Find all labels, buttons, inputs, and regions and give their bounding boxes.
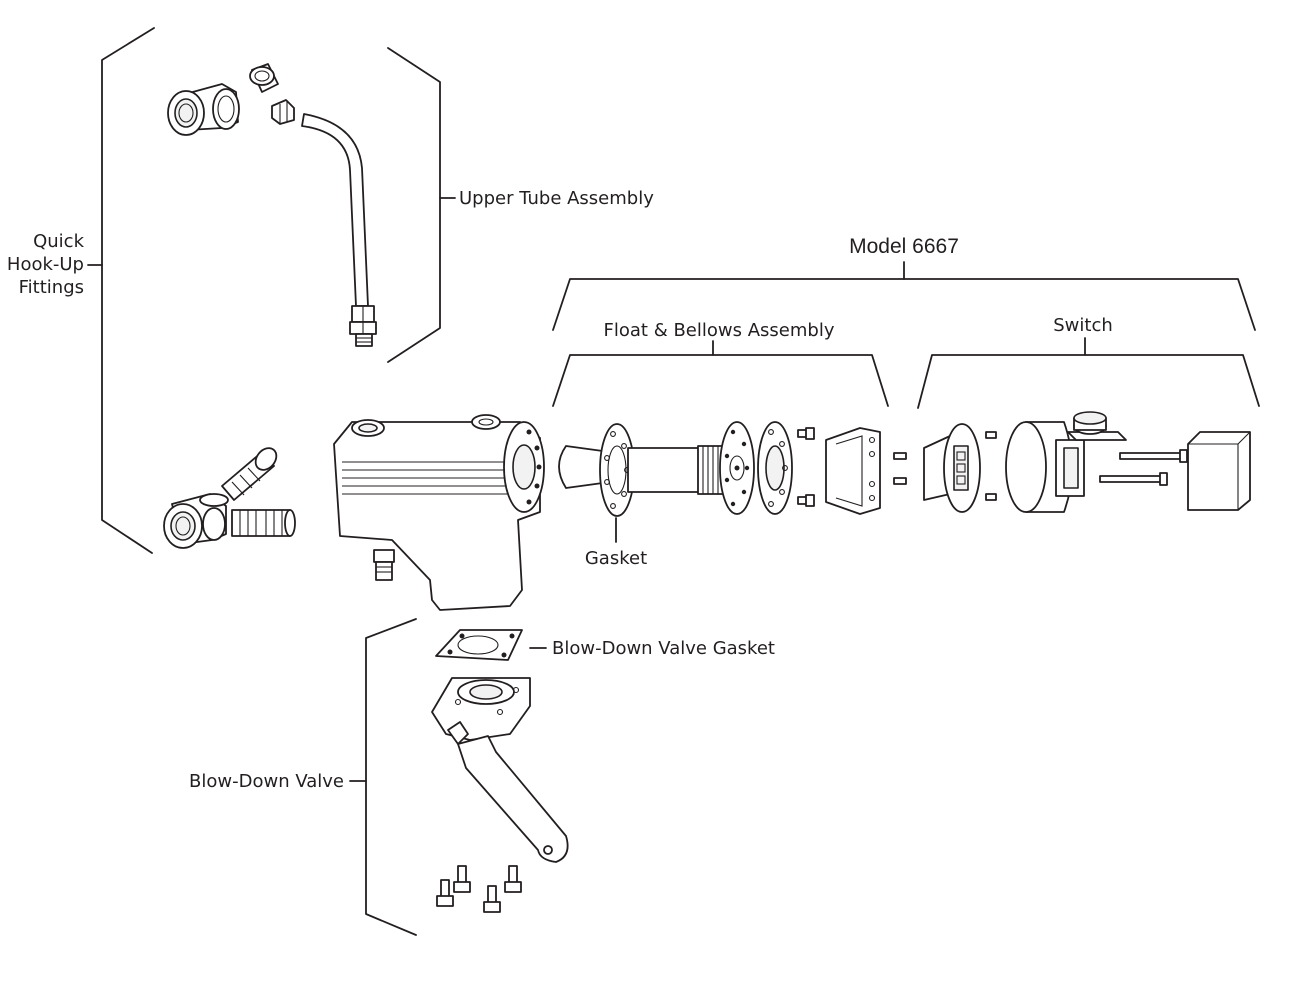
upper-bent-tube — [301, 113, 369, 307]
upper-tube-parts — [167, 63, 377, 347]
float-bellows-bracket — [552, 354, 889, 407]
float-bellows-parts — [558, 421, 881, 517]
bellows-screws — [797, 427, 815, 507]
switch-label: Switch — [1053, 315, 1113, 336]
brackets — [87, 27, 1260, 936]
bellows-flange — [719, 421, 755, 515]
switch-small-screws — [893, 431, 997, 501]
float-bellows-label: Float & Bellows Assembly — [604, 320, 835, 341]
quick-hookup-label-3: Fittings — [19, 277, 84, 298]
handle-hole — [543, 845, 553, 855]
bellows-gasket — [757, 421, 793, 515]
lower-elbow-fitting — [163, 493, 229, 549]
upper-compression-nut — [271, 99, 295, 125]
switch-housing — [1005, 411, 1127, 513]
float — [558, 445, 611, 489]
blowdown-gasket — [435, 629, 523, 661]
switch-base — [923, 423, 981, 513]
main-body — [333, 414, 545, 611]
upper-tube-bracket — [387, 47, 441, 363]
model-title: Model 6667 — [849, 235, 959, 258]
lower-hookup-parts — [163, 447, 296, 549]
blowdown-parts — [431, 629, 569, 913]
upper-short-nipple — [249, 63, 279, 93]
quick-hookup-label-2: Hook-Up — [7, 254, 84, 275]
upper-tee-fitting — [167, 83, 240, 136]
quick-hookup-label-1: Quick — [33, 231, 84, 252]
blowdown-valve-body — [431, 677, 531, 745]
bellows-tube — [627, 447, 701, 493]
labels: Model 6667 Quick Hook-Up Fittings Upper … — [7, 188, 1113, 792]
lower-diagonal-nipple — [221, 447, 278, 501]
blowdown-handle — [457, 735, 569, 863]
switch-cover — [1187, 431, 1251, 511]
quick-hookup-bracket — [101, 27, 155, 554]
switch-bracket — [917, 354, 1260, 409]
blowdown-gasket-label: Blow-Down Valve Gasket — [552, 638, 775, 659]
switch-long-screws — [1099, 449, 1188, 486]
blowdown-bolts — [436, 865, 522, 913]
switch-parts — [893, 411, 1251, 513]
upper-tube-label: Upper Tube Assembly — [459, 188, 654, 209]
bellows-bracket — [825, 427, 881, 515]
blowdown-valve-bracket — [365, 618, 417, 936]
upper-tube-fitting — [349, 305, 377, 347]
gasket-label: Gasket — [585, 548, 647, 569]
blowdown-valve-label: Blow-Down Valve — [189, 771, 344, 792]
lower-horizontal-nipple — [231, 509, 296, 537]
